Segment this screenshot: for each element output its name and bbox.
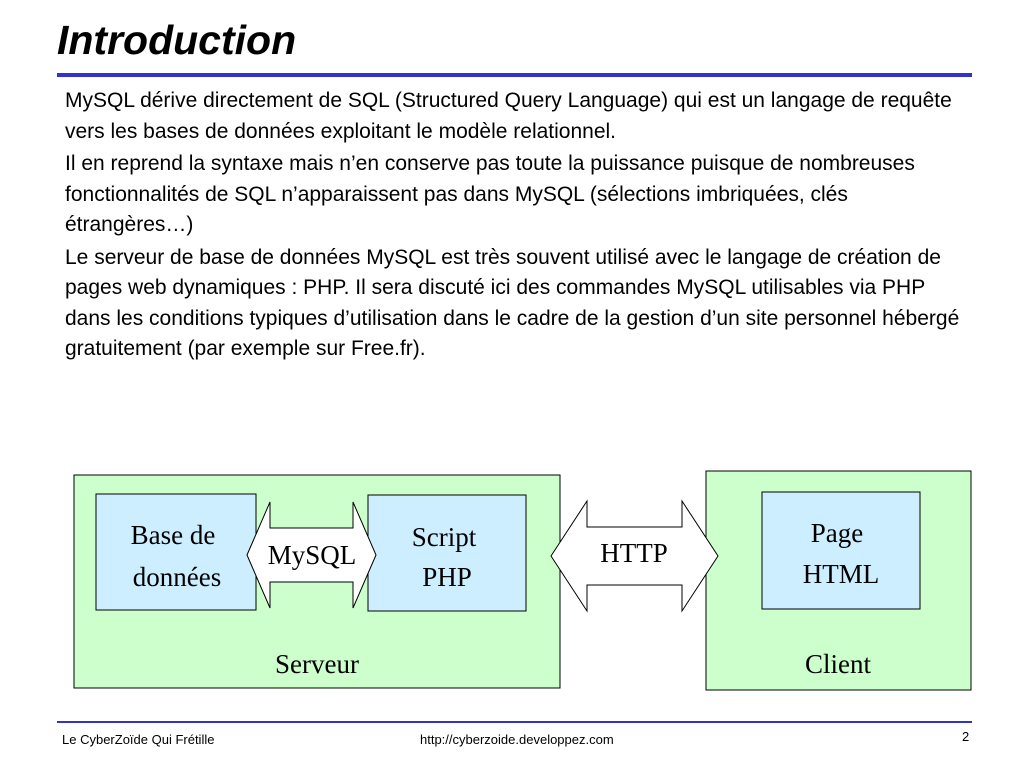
page-html-box — [761, 491, 921, 610]
mysql-double-arrow — [246, 501, 377, 609]
script-label-line1: Script — [412, 522, 477, 552]
page-label-line1: Page — [811, 518, 864, 548]
mysql-arrow-label: MySQL — [268, 540, 357, 570]
footer-author: Le CyberZoïde Qui Frétille — [62, 732, 215, 747]
server-label: Serveur — [275, 649, 359, 679]
footer-rule — [57, 721, 972, 723]
http-arrow-label: HTTP — [600, 538, 668, 568]
footer-url: http://cyberzoide.developpez.com — [420, 732, 614, 747]
slide-body: MySQL dérive directement de SQL (Structu… — [65, 86, 975, 367]
slide-title: Introduction — [57, 17, 297, 63]
page-number: 2 — [962, 729, 970, 744]
http-double-arrow — [550, 499, 719, 613]
paragraph-1: MySQL dérive directement de SQL (Structu… — [65, 89, 952, 143]
title-underline — [57, 73, 972, 77]
database-label-line1: Base de — [131, 520, 216, 550]
page-label-line2: HTML — [803, 559, 880, 589]
script-label-line2: PHP — [422, 562, 472, 592]
database-label-line2: données — [133, 562, 221, 592]
paragraph-2: Il en reprend la syntaxe mais n’en conse… — [65, 152, 915, 236]
paragraph-3: Le serveur de base de données MySQL est … — [65, 245, 960, 361]
client-label: Client — [805, 649, 871, 679]
database-box — [95, 493, 257, 611]
script-php-box — [367, 494, 527, 612]
